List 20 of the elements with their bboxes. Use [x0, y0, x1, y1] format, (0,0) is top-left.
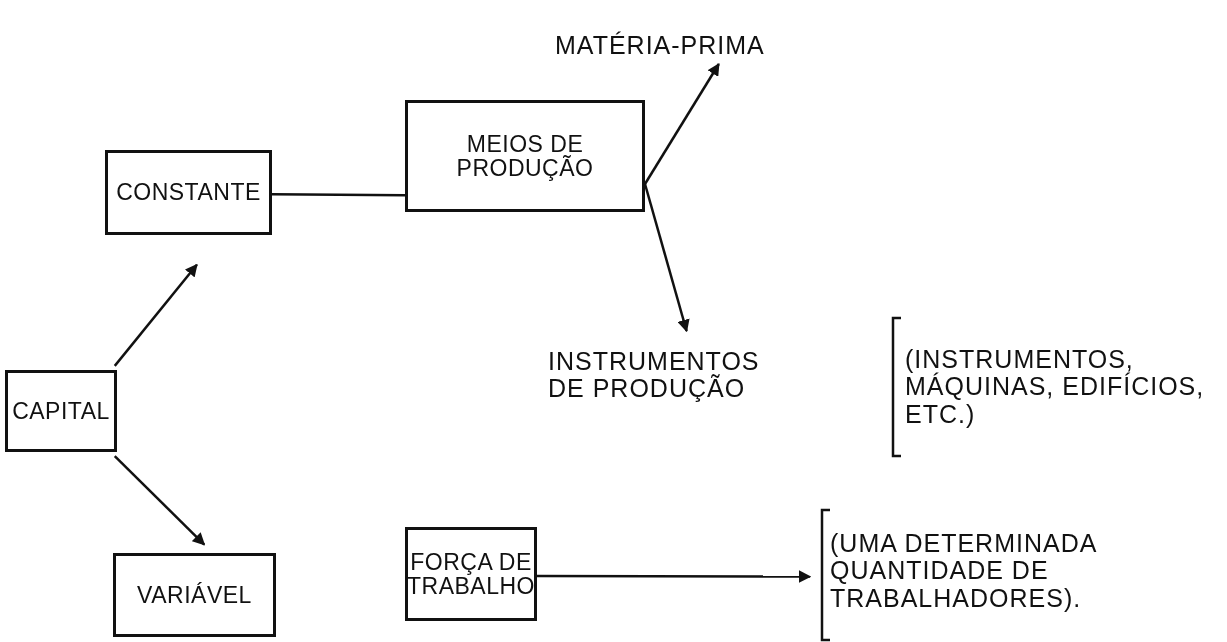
box-label: MEIOS DE PRODUÇÃO [455, 131, 595, 181]
box-label: CAPITAL [12, 398, 110, 424]
process-box [405, 527, 537, 621]
box-label: CONSTANTE [116, 180, 261, 205]
note-text: (INSTRUMENTOS, MÁQUINAS, EDIFÍCIOS, ETC.) [905, 343, 1206, 430]
arrow [643, 62, 720, 185]
process-box [113, 553, 276, 637]
arrow [113, 455, 206, 546]
node-label: MATÉRIA-PRIMA [555, 28, 765, 64]
node-label: (UMA DETERMINADA QUANTIDADE DE TRABALHADORES). [830, 515, 1227, 627]
arrow [643, 183, 690, 333]
arrow [537, 570, 812, 583]
process-box [5, 370, 117, 452]
box-label: VARIÁVEL [137, 582, 252, 608]
connector-line [272, 192, 405, 197]
node-label: INSTRUMENTOS DE PRODUÇÃO [548, 335, 768, 415]
arrow [113, 263, 198, 367]
box-label: FORÇA DE TRABALHO [407, 549, 535, 599]
process-box [105, 150, 272, 235]
process-box [405, 100, 645, 212]
